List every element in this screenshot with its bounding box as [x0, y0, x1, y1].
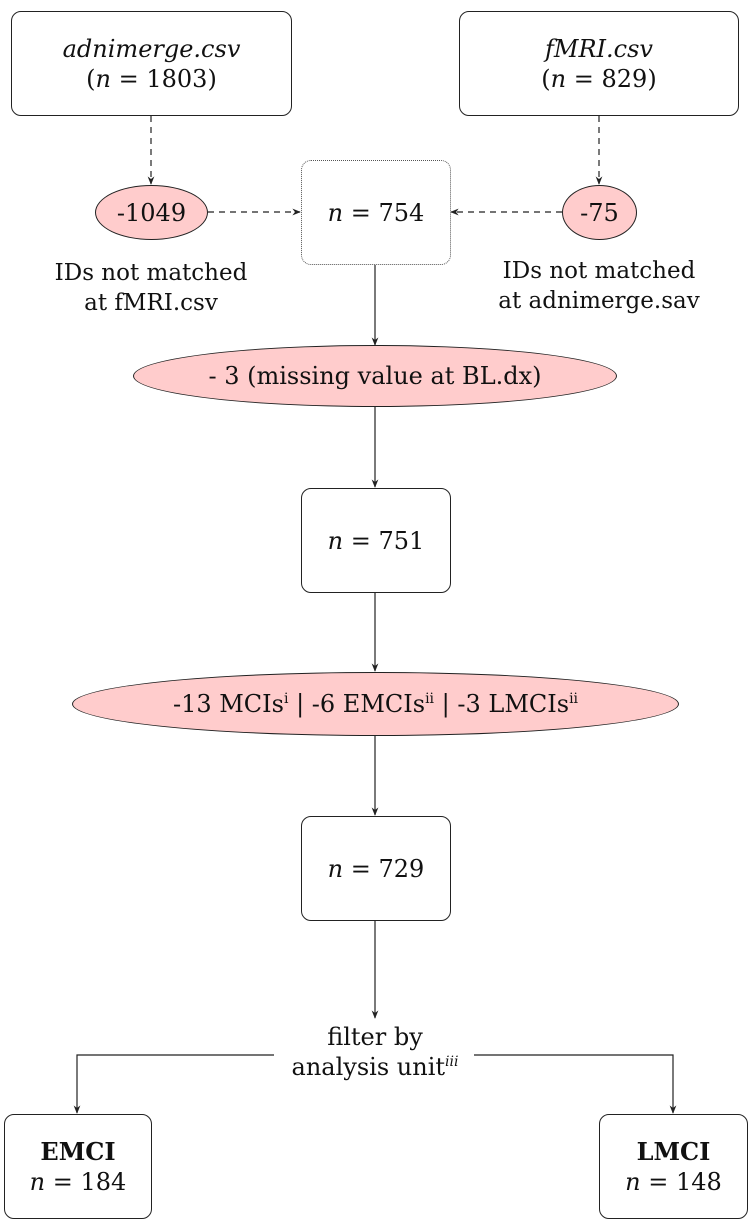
- exclusion-mci-label: -13 MCIsi | -6 EMCIsii | -3 LMCIsii: [173, 689, 578, 719]
- after-missing-count: n = 751: [328, 526, 425, 556]
- footnote-marker: ii: [569, 691, 579, 707]
- note-line: at fMRI.csv: [84, 290, 218, 316]
- paren-close: ): [207, 64, 217, 93]
- note-line: IDs not matched: [54, 260, 248, 286]
- exclusion-right-ellipse: -75: [562, 185, 637, 240]
- exclusion-right-label: -75: [580, 198, 619, 227]
- source-fmri-count: (n = 829): [541, 64, 656, 94]
- footnote-marker: i: [283, 691, 289, 707]
- paren-open: (: [541, 64, 551, 93]
- separator: |: [434, 690, 458, 718]
- filter-line: filter by: [327, 1023, 423, 1051]
- equals-sign: =: [111, 64, 147, 93]
- separator: |: [288, 690, 312, 718]
- paren-close: ): [647, 64, 657, 93]
- after-missing-box: n = 751: [301, 488, 451, 593]
- filter-label: filter by analysis unitiii: [265, 1022, 485, 1082]
- mci-part: -13 MCIs: [172, 690, 284, 718]
- group-lmci-count: n = 148: [625, 1167, 722, 1197]
- note-line: IDs not matched: [502, 258, 696, 284]
- equals-sign: =: [343, 526, 379, 555]
- arrow-filter-to-emci: [73, 1054, 274, 1114]
- n-symbol: n: [625, 1167, 641, 1196]
- emci-part: -6 EMCIs: [311, 690, 426, 718]
- exclusion-missing-ellipse: - 3 (missing value at BL.dx): [133, 345, 617, 407]
- n-symbol: n: [29, 1167, 46, 1196]
- equals-sign: =: [343, 198, 379, 227]
- n-symbol: n: [550, 64, 567, 93]
- equals-sign: =: [45, 1167, 81, 1196]
- filter-line: analysis unitiii: [265, 1052, 485, 1082]
- footnote-marker: ii: [425, 691, 435, 707]
- count-value: 1803: [146, 64, 208, 93]
- count-value: 829: [601, 64, 648, 93]
- n-symbol: n: [327, 526, 344, 555]
- source-adnimerge-name: adnimerge.csv: [62, 34, 241, 63]
- group-emci-box: EMCI n = 184: [4, 1114, 152, 1219]
- count-value: 751: [378, 526, 425, 555]
- group-lmci-box: LMCI n = 148: [599, 1114, 748, 1219]
- equals-sign: =: [640, 1167, 677, 1196]
- after-mci-box: n = 729: [301, 816, 451, 921]
- exclusion-left-ellipse: -1049: [95, 185, 208, 240]
- n-symbol: n: [95, 64, 111, 93]
- count-value: 729: [378, 854, 425, 883]
- count-value: 754: [378, 198, 425, 227]
- footnote-marker: iii: [445, 1054, 459, 1070]
- paren-open: (: [86, 64, 96, 93]
- after-mci-count: n = 729: [328, 854, 425, 884]
- equals-sign: =: [566, 64, 602, 93]
- merged-box: n = 754: [301, 160, 451, 265]
- lmci-part: -3 LMCIs: [457, 690, 570, 718]
- source-fmri-box: fMRI.csv (n = 829): [459, 11, 739, 116]
- source-adnimerge-count: (n = 1803): [86, 64, 217, 94]
- note-line: at adnimerge.sav: [498, 288, 700, 314]
- exclusion-mci-ellipse: -13 MCIsi | -6 EMCIsii | -3 LMCIsii: [72, 672, 679, 736]
- exclusion-right-note: IDs not matched at adnimerge.sav: [474, 256, 724, 316]
- equals-sign: =: [343, 854, 379, 883]
- group-emci-label: EMCI: [40, 1136, 116, 1166]
- source-adnimerge-box: adnimerge.csv (n = 1803): [11, 11, 292, 116]
- group-emci-count: n = 184: [30, 1167, 127, 1197]
- arrow-filter-to-lmci: [474, 1054, 677, 1114]
- count-value: 184: [80, 1167, 127, 1196]
- source-fmri-name: fMRI.csv: [545, 34, 653, 63]
- n-symbol: n: [327, 198, 344, 227]
- count-value: 148: [676, 1167, 722, 1196]
- filter-text: analysis unit: [291, 1053, 446, 1081]
- group-lmci-label: LMCI: [636, 1136, 711, 1166]
- merged-count: n = 754: [328, 198, 425, 228]
- exclusion-missing-label: - 3 (missing value at BL.dx): [208, 362, 542, 390]
- n-symbol: n: [327, 854, 344, 883]
- exclusion-left-label: -1049: [116, 198, 187, 227]
- exclusion-left-note: IDs not matched at fMRI.csv: [31, 258, 271, 318]
